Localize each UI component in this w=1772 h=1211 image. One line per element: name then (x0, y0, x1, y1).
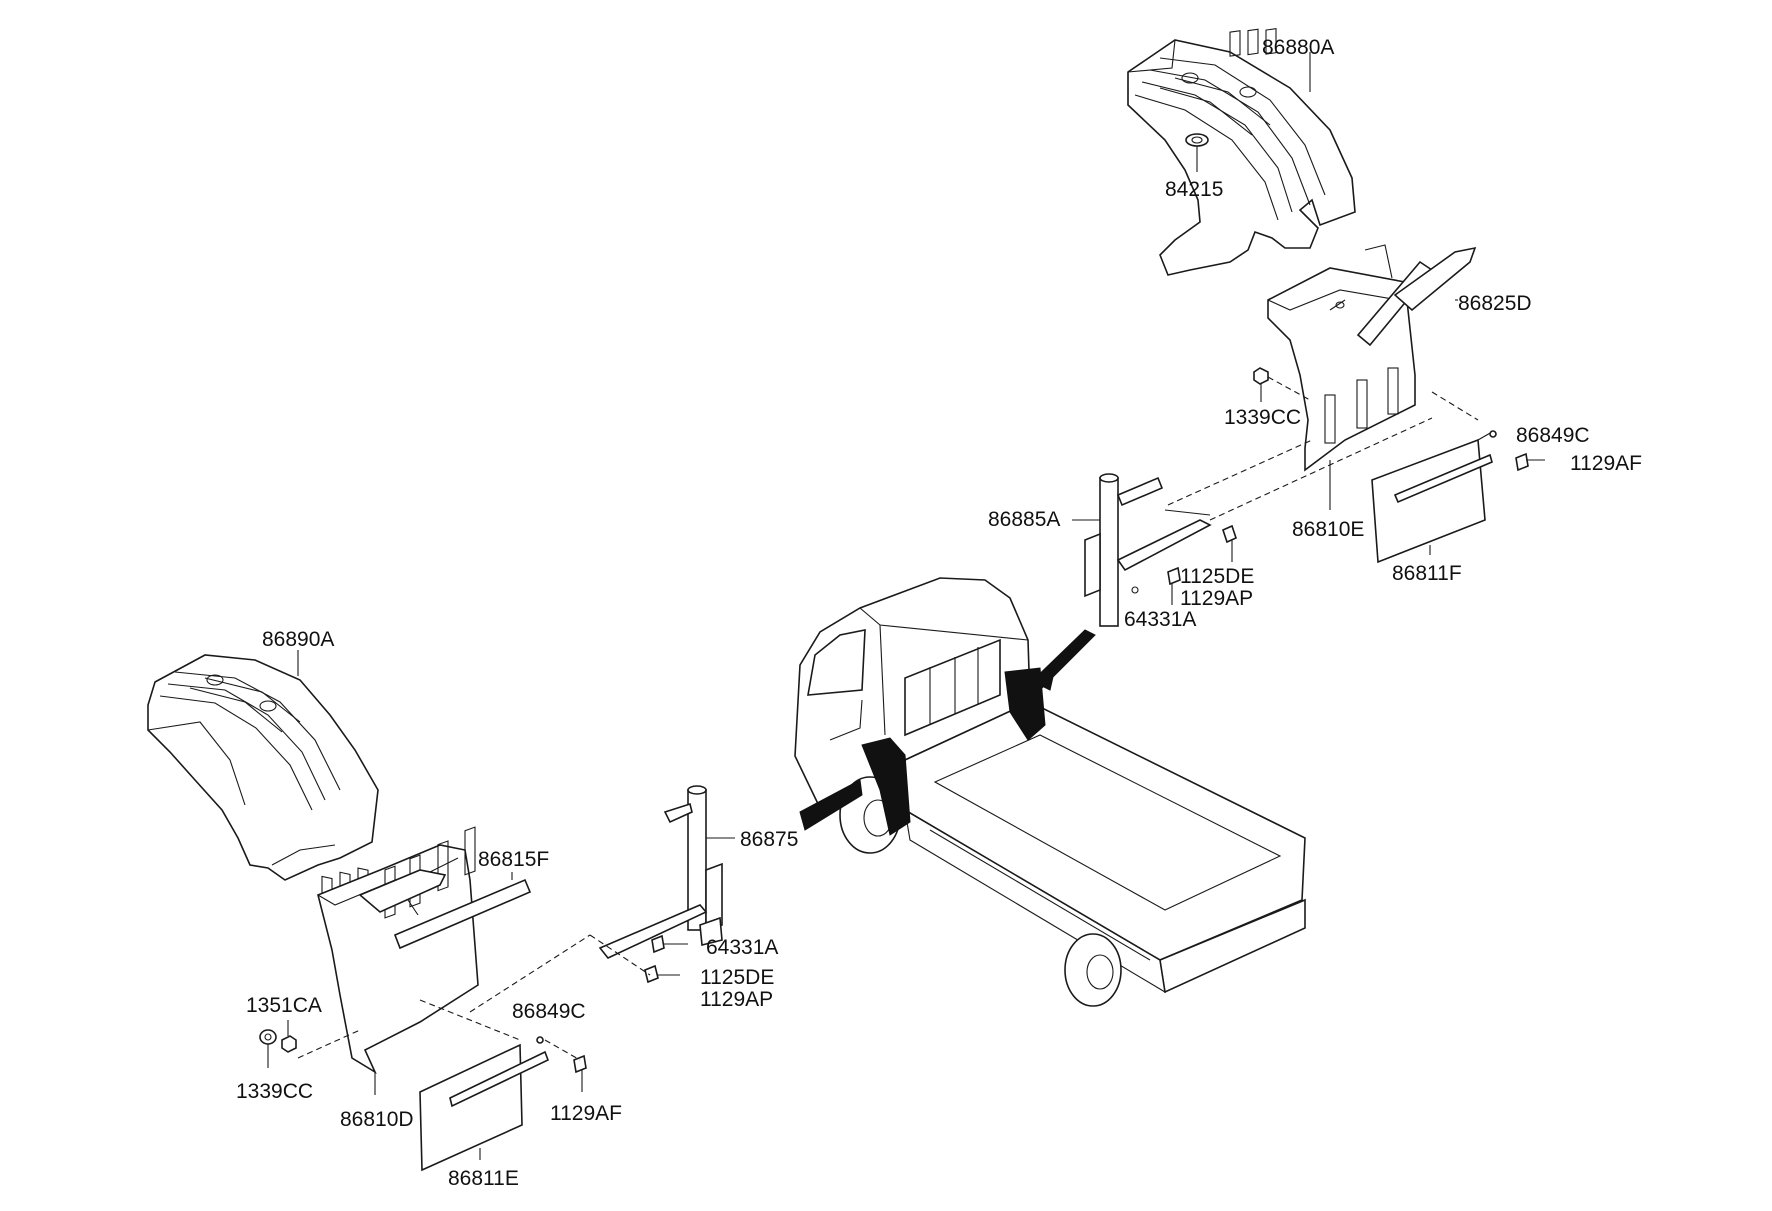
nut-1351CA (281, 1020, 297, 1053)
alignment-line-right-3 (1431, 391, 1479, 421)
label-86825D: 86825D (1458, 292, 1532, 315)
alignment-line-left-3 (589, 934, 651, 976)
label-86815F: 86815F (478, 848, 549, 871)
bolt-1129AF-right (1515, 452, 1545, 472)
nut-1339CC-left (259, 1029, 277, 1068)
label-86885A: 86885A (988, 508, 1060, 531)
label-86810D: 86810D (340, 1108, 414, 1131)
bracket-86885A (1084, 473, 1212, 627)
label-1129AF-left: 1129AF (550, 1102, 622, 1125)
nut-1339CC-right (1253, 367, 1311, 402)
mud-guard-86810D (317, 826, 479, 1075)
bolt-86849C-left (536, 1036, 544, 1044)
wheel-guard-86880A (1127, 28, 1356, 276)
label-86890A: 86890A (262, 628, 334, 651)
label-1351CA: 1351CA (246, 994, 322, 1017)
label-86811F: 86811F (1392, 562, 1462, 585)
alignment-line-left-4 (544, 1039, 581, 1061)
alignment-line-right-2 (1209, 417, 1433, 521)
label-1129AP-left: 1129AP (700, 988, 773, 1011)
mud-flap-86811E (419, 1043, 550, 1172)
label-64331A-left: 64331A (706, 936, 778, 959)
bolt-1129AF-left (573, 1054, 587, 1092)
alignment-line-right-1 (1167, 439, 1313, 506)
bolt-64331A-left (651, 934, 688, 954)
label-86849C-right: 86849C (1516, 424, 1590, 447)
bolt-1125DE-left (644, 964, 680, 984)
bolt-86849C-right (1489, 430, 1497, 438)
label-1129AF-right: 1129AF (1570, 452, 1642, 475)
label-86849C-left: 86849C (512, 1000, 586, 1023)
label-1129AP-right: 1129AP (1180, 587, 1253, 610)
label-64331A-right: 64331A (1124, 608, 1196, 631)
label-1339CC-right: 1339CC (1224, 406, 1301, 429)
stay-rod-86815F (358, 869, 532, 950)
label-1125DE-left: 1125DE (700, 966, 774, 989)
bracket-86875 (598, 785, 723, 959)
label-86875: 86875 (740, 828, 798, 851)
label-84215: 84215 (1165, 178, 1223, 201)
wheel-guard-86890A (147, 654, 379, 904)
bolt-64331A-right (1167, 566, 1181, 605)
alignment-line-left-1 (297, 1029, 361, 1059)
label-86811E: 86811E (448, 1167, 519, 1190)
label-1125DE-right: 1125DE (1180, 565, 1254, 588)
bolt-1125DE-right (1222, 524, 1237, 562)
label-86880A: 86880A (1262, 36, 1334, 59)
truck (794, 577, 1306, 1007)
stay-rod-86825D (1329, 246, 1477, 347)
grommet-84215 (1185, 133, 1209, 172)
label-1339CC-left: 1339CC (236, 1080, 313, 1103)
label-86810E: 86810E (1292, 518, 1364, 541)
alignment-line-left-5 (419, 999, 521, 1041)
alignment-line-left-2 (469, 934, 591, 1013)
mud-flap-86811F (1371, 431, 1493, 564)
